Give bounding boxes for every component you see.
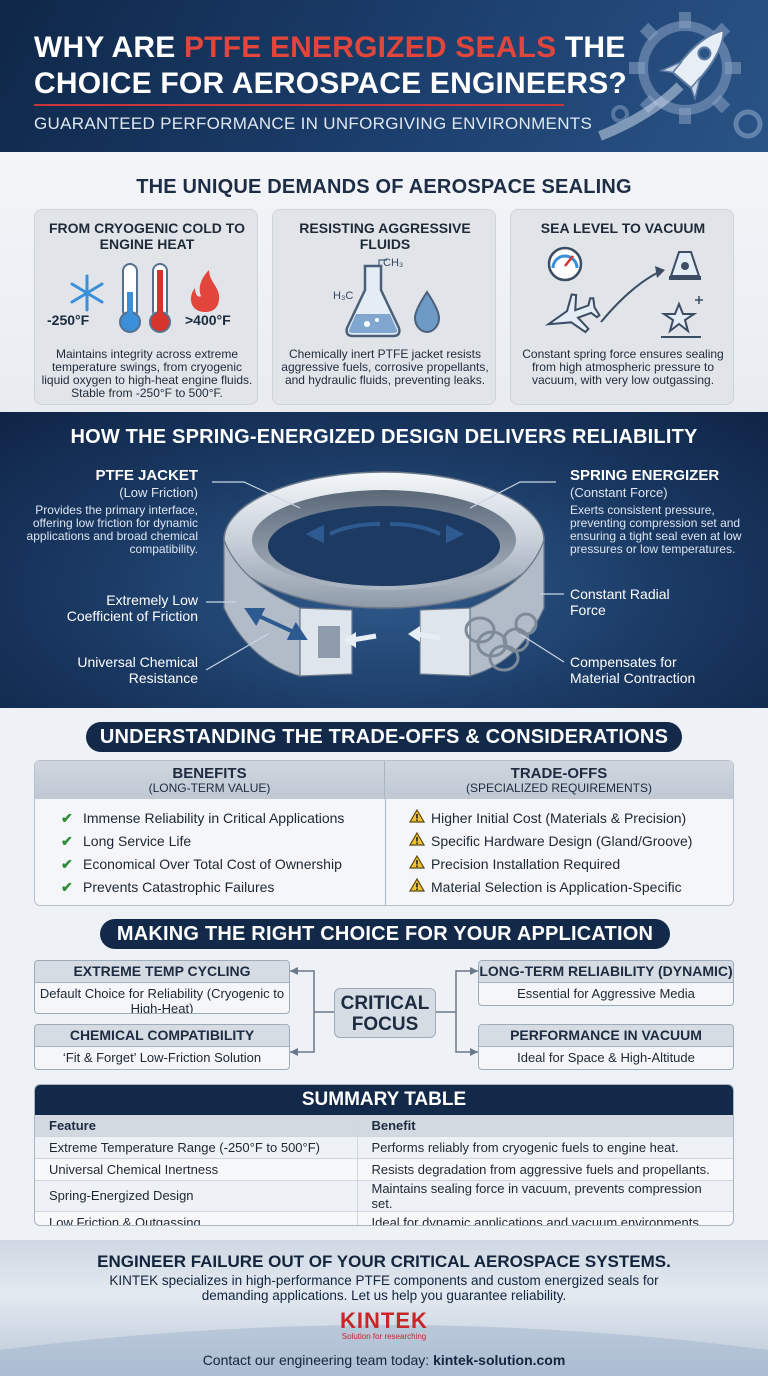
header-banner: WHY ARE PTFE ENERGIZED SEALS THE CHOICE … xyxy=(0,0,768,152)
jacket-description: Provides the primary interface, offering… xyxy=(26,503,198,556)
chem-label-ch3: CH₃ xyxy=(383,257,404,269)
choice-section: MAKING THE RIGHT CHOICE FOR YOUR APPLICA… xyxy=(0,914,768,1080)
page-title: WHY ARE PTFE ENERGIZED SEALS THE CHOICE … xyxy=(34,31,627,100)
contact-line: Contact our engineering team today: kint… xyxy=(202,1352,566,1368)
benefits-list: ✔Immense Reliability in Critical Applica… xyxy=(61,807,344,899)
seal-diagram xyxy=(205,471,565,677)
warning-icon xyxy=(408,876,431,899)
warning-icon xyxy=(408,830,431,853)
card-description: Constant spring force ensures sealing fr… xyxy=(522,347,724,387)
pressure-icons xyxy=(544,246,703,338)
spring-coils xyxy=(464,612,538,672)
footer: ENGINEER FAILURE OUT OF YOUR CRITICAL AE… xyxy=(0,1240,768,1376)
droplet-icon xyxy=(413,290,441,334)
summary-table: SUMMARY TABLE Feature Benefit Extreme Te… xyxy=(34,1084,734,1226)
choice-connectors xyxy=(290,967,478,1056)
warning-icon xyxy=(408,853,431,876)
snowflake-icon xyxy=(70,274,104,312)
temperature-icons xyxy=(70,263,220,333)
chem-label-h3c: H₃C xyxy=(333,290,354,302)
title-rule xyxy=(34,104,564,106)
callout-radial-force: Constant Radial Force xyxy=(570,586,670,618)
check-icon: ✔ xyxy=(61,879,73,895)
card-description: Maintains integrity across extreme tempe… xyxy=(41,347,253,400)
temp-high-label: >400°F xyxy=(185,312,231,328)
spring-subtitle: (Constant Force) xyxy=(570,485,668,500)
check-icon: ✔ xyxy=(61,810,73,826)
jacket-subtitle: (Low Friction) xyxy=(119,485,198,500)
website-link[interactable]: kintek-solution.com xyxy=(433,1352,566,1368)
footer-body: KINTEK specializes in high-performance P… xyxy=(109,1273,659,1303)
star-icon xyxy=(660,301,698,334)
footer-headline: ENGINEER FAILURE OUT OF YOUR CRITICAL AE… xyxy=(97,1252,671,1271)
callout-contraction: Compensates for Material Contraction xyxy=(570,654,696,686)
demands-title: THE UNIQUE DEMANDS OF AEROSPACE SEALING xyxy=(136,176,632,198)
page-subtitle: GUARANTEED PERFORMANCE IN UNFORGIVING EN… xyxy=(34,114,593,133)
tradeoffs-list: Higher Initial Cost (Materials & Precisi… xyxy=(408,807,692,899)
design-section: HOW THE SPRING-ENERGIZED DESIGN DELIVERS… xyxy=(0,412,768,708)
card-fluids: RESISTING AGGRESSIVE FLUIDS CH₃ H₃C Chem… xyxy=(272,209,496,405)
choice-title: MAKING THE RIGHT CHOICE FOR YOUR APPLICA… xyxy=(100,919,670,949)
benefits-header: BENEFITS (LONG-TERM VALUE) xyxy=(35,761,385,799)
earth-horizon xyxy=(0,1325,768,1376)
jacket-title: PTFE JACKET xyxy=(95,467,198,484)
card-title: RESISTING AGGRESSIVE FLUIDS xyxy=(299,220,471,252)
demands-section: THE UNIQUE DEMANDS OF AEROSPACE SEALING … xyxy=(0,152,768,412)
list-item: ✔Prevents Catastrophic Failures xyxy=(61,876,344,899)
callout-low-friction: Extremely Low Coefficient of Friction xyxy=(66,592,198,624)
option-temp-cycling: EXTREME TEMP CYCLING Default Choice for … xyxy=(34,960,290,1014)
list-item: Specific Hardware Design (Gland/Groove) xyxy=(408,830,692,853)
temp-low-label: -250°F xyxy=(47,312,90,328)
list-item: Material Selection is Application-Specif… xyxy=(408,876,692,899)
tradeoffs-box: BENEFITS (LONG-TERM VALUE) TRADE-OFFS (S… xyxy=(34,760,734,906)
card-temperature: FROM CRYOGENIC COLD TO ENGINE HEAT -250°… xyxy=(34,209,258,405)
card-description: Chemically inert PTFE jacket resists agg… xyxy=(281,347,489,387)
list-item: ✔Immense Reliability in Critical Applica… xyxy=(61,807,344,830)
callout-chemical-resistance: Universal Chemical Resistance xyxy=(77,654,198,686)
check-icon: ✔ xyxy=(61,833,73,849)
column-header: Feature xyxy=(35,1115,358,1136)
tradeoffs-section: UNDERSTANDING THE TRADE-OFFS & CONSIDERA… xyxy=(0,708,768,914)
capsule-icon xyxy=(669,251,701,280)
column-header: Benefit xyxy=(357,1115,733,1136)
airplane-icon xyxy=(544,293,601,334)
critical-focus: CRITICAL FOCUS xyxy=(334,988,436,1038)
tradeoffs-header: TRADE-OFFS (SPECIALIZED REQUIREMENTS) xyxy=(385,761,733,799)
list-item: ✔Long Service Life xyxy=(61,830,344,853)
list-item: ✔Economical Over Total Cost of Ownership xyxy=(61,853,344,876)
spring-description: Exerts consistent pressure, preventing c… xyxy=(570,503,742,556)
tradeoffs-title: UNDERSTANDING THE TRADE-OFFS & CONSIDERA… xyxy=(86,722,682,752)
summary-title: SUMMARY TABLE xyxy=(35,1085,733,1115)
option-vacuum-performance: PERFORMANCE IN VACUUM Ideal for Space & … xyxy=(478,1024,734,1070)
option-long-term-reliability: LONG-TERM RELIABILITY (DYNAMIC) Essentia… xyxy=(478,960,734,1006)
table-row: Extreme Temperature Range (-250°F to 500… xyxy=(35,1135,733,1158)
flask-icon xyxy=(345,264,401,338)
warning-icon xyxy=(408,807,431,830)
card-title: FROM CRYOGENIC COLD TO ENGINE HEAT xyxy=(49,220,245,252)
rocket-gear-icon xyxy=(598,12,763,141)
chemistry-icons xyxy=(345,259,441,338)
kintek-logo[interactable]: KINTEK Solution for researching xyxy=(340,1308,428,1342)
spring-energizer-section xyxy=(419,607,471,677)
thermometer-cold-icon xyxy=(119,263,141,333)
card-title: SEA LEVEL TO VACUUM xyxy=(540,220,706,236)
gauge-icon xyxy=(547,246,583,282)
table-header-row: Feature Benefit xyxy=(35,1115,733,1136)
title-highlight: PTFE ENERGIZED SEALS xyxy=(183,31,557,64)
spring-title: SPRING ENERGIZER xyxy=(570,467,720,484)
list-item: Precision Installation Required xyxy=(408,853,692,876)
list-item: Higher Initial Cost (Materials & Precisi… xyxy=(408,807,692,830)
card-vacuum: SEA LEVEL TO VACUUM Constant spring forc… xyxy=(510,209,734,405)
summary-grid: Feature Benefit Extreme Temperature Rang… xyxy=(35,1115,733,1225)
check-icon: ✔ xyxy=(61,856,73,872)
design-title: HOW THE SPRING-ENERGIZED DESIGN DELIVERS… xyxy=(70,426,698,448)
flame-icon xyxy=(190,270,220,312)
option-chemical-compatibility: CHEMICAL COMPATIBILITY ‘Fit & Forget’ Lo… xyxy=(34,1024,290,1070)
thermometer-hot-icon xyxy=(149,263,171,333)
